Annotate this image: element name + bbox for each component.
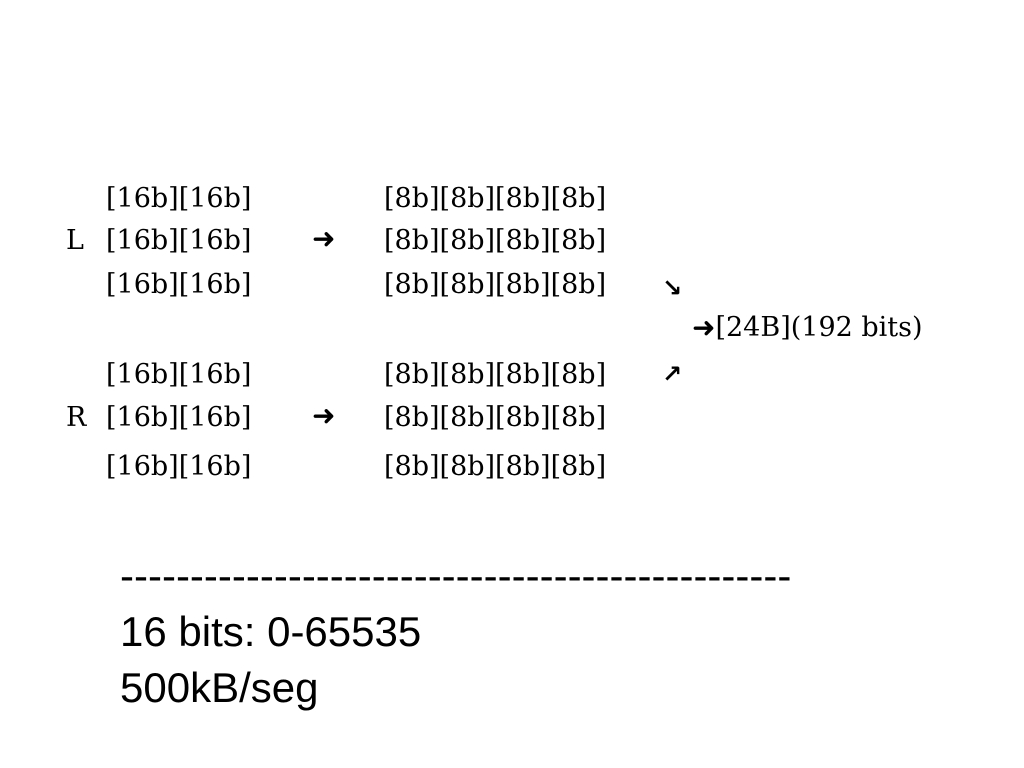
bit-range-note: 16 bits: 0-65535 xyxy=(120,608,422,655)
left-output-row: [8b][8b][8b][8b] xyxy=(384,225,607,256)
left-input-row: [16b][16b] xyxy=(106,225,252,256)
left-output-row: [8b][8b][8b][8b] xyxy=(384,183,607,214)
right-input-row: [16b][16b] xyxy=(106,359,252,390)
separator-line: ----------------------------------------… xyxy=(120,552,792,599)
right-channel-label: R xyxy=(66,402,87,433)
data-rate-note: 500kB/seg xyxy=(120,664,319,711)
right-output-row: [8b][8b][8b][8b] xyxy=(384,359,607,390)
right-input-row: [16b][16b] xyxy=(106,451,252,482)
left-output-row: [8b][8b][8b][8b] xyxy=(384,269,607,300)
channel-packing-diagram: L [16b][16b] [16b][16b] [16b][16b] ➜ [8b… xyxy=(66,183,923,482)
combined-output: ➜[24B](192 bits) xyxy=(692,313,923,343)
left-input-row: [16b][16b] xyxy=(106,183,252,214)
output-arrow-icon: ➜ xyxy=(692,311,716,344)
merge-down-arrow-icon: ↘ xyxy=(662,274,683,302)
left-input-row: [16b][16b] xyxy=(106,269,252,300)
right-output-row: [8b][8b][8b][8b] xyxy=(384,402,607,433)
left-channel-label: L xyxy=(66,225,84,256)
notes-block: ----------------------------------------… xyxy=(120,548,791,716)
left-arrow-icon: ➜ xyxy=(312,222,336,255)
right-output-row: [8b][8b][8b][8b] xyxy=(384,451,607,482)
right-input-row: [16b][16b] xyxy=(106,402,252,433)
right-arrow-icon: ➜ xyxy=(312,399,336,432)
merge-up-arrow-icon: ↗ xyxy=(662,360,683,388)
combined-output-label: [24B](192 bits) xyxy=(715,312,923,343)
